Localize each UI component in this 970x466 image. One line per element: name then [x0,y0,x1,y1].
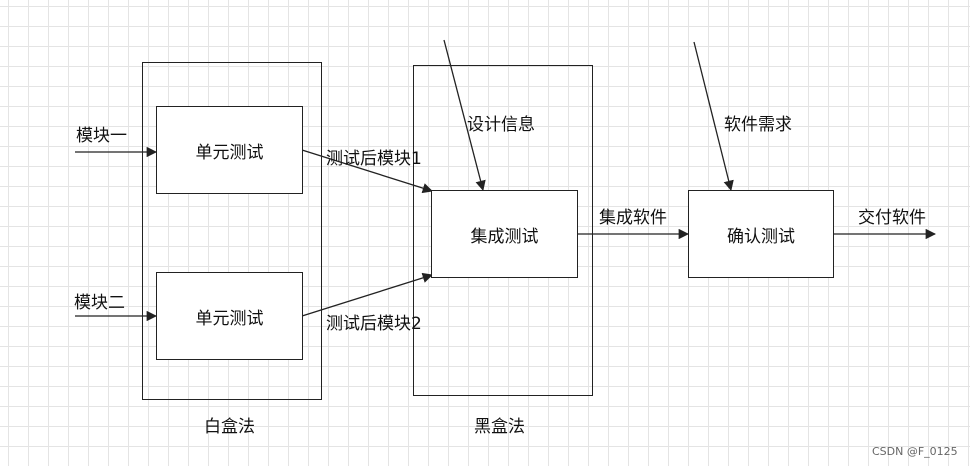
white-box-group [142,62,322,400]
label-software-requirements: 软件需求 [724,115,792,135]
edge-software-requirements [693,41,734,192]
label-module-1: 模块一 [76,126,127,146]
label-delivered-software: 交付软件 [858,208,926,228]
integration-test-node: 集成测试 [431,190,578,278]
label-tested-module-1: 测试后模块1 [326,149,422,169]
black-box-caption: 黑盒法 [474,417,525,437]
acceptance-test-node: 确认测试 [688,190,834,278]
edge-tested-module-2 [301,272,433,317]
label-tested-module-2: 测试后模块2 [326,314,422,334]
label-module-2: 模块二 [74,293,125,313]
unit-test-node-1: 单元测试 [156,106,303,194]
black-box-group [413,65,593,396]
watermark-text: CSDN @F_0125 [872,445,958,458]
label-integrated-software: 集成软件 [599,208,667,228]
label-design-info: 设计信息 [467,115,535,135]
edge-tested-module-1 [301,149,433,194]
unit-test-node-2: 单元测试 [156,272,303,360]
edge-design-info [443,39,486,192]
white-box-caption: 白盒法 [204,417,255,437]
